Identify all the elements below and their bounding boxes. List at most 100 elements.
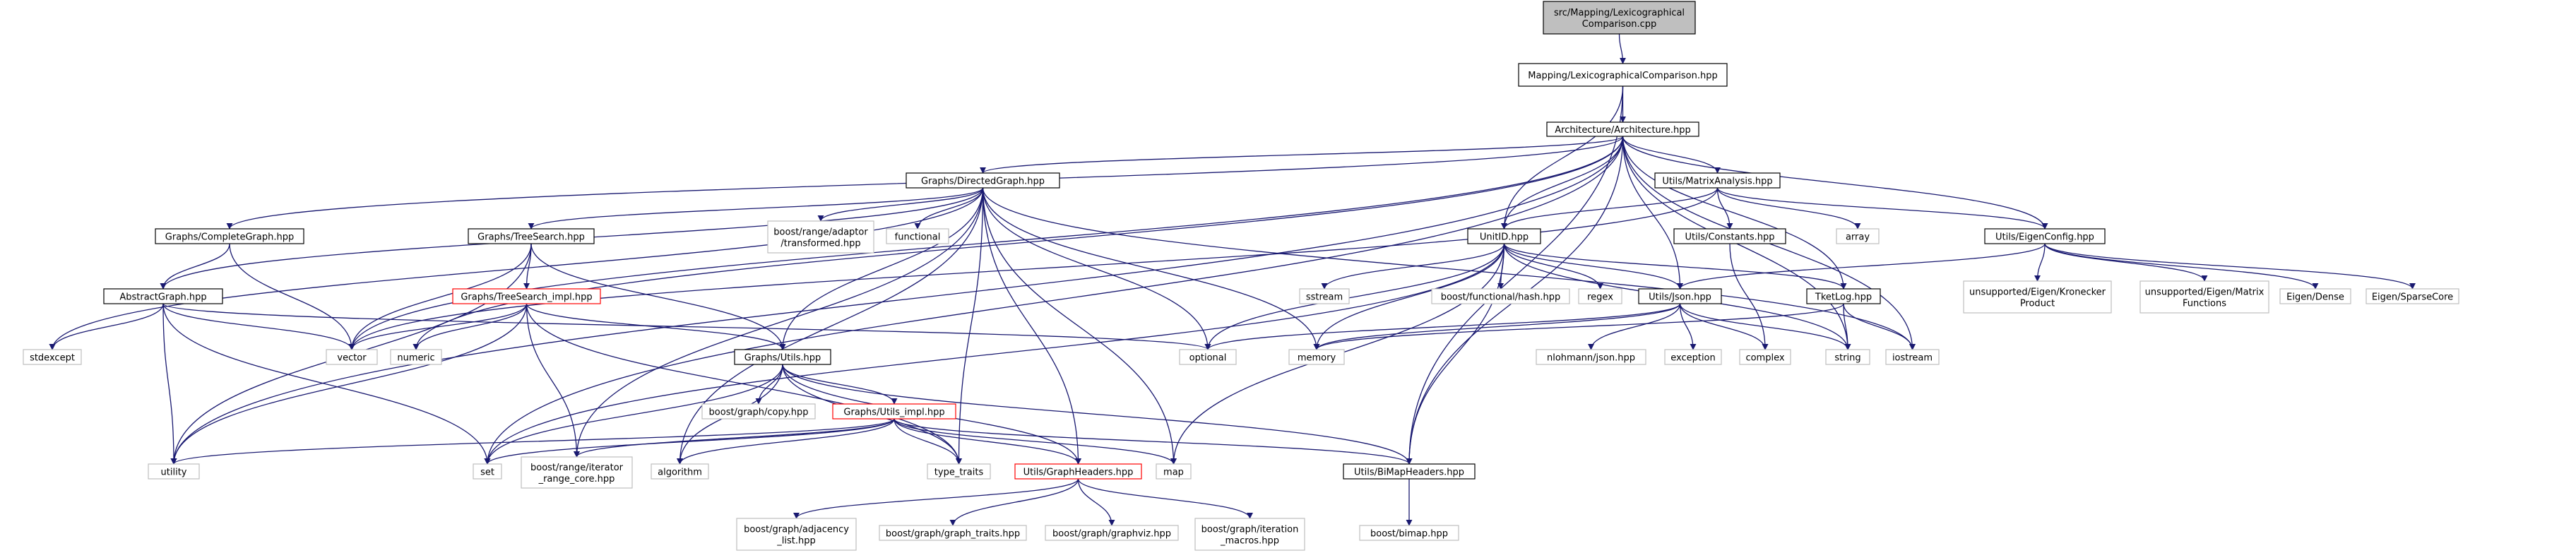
node-label: boost/graph/copy.hpp — [709, 408, 809, 418]
edge-graphsutils-to-set — [484, 364, 783, 465]
edge-complete-to-abstract — [160, 243, 230, 290]
node-label: Utils/Json.hpp — [1649, 292, 1711, 303]
node-label: iostream — [1892, 353, 1933, 364]
node-box — [390, 349, 442, 365]
edge-complete-to-vector — [229, 243, 355, 350]
node-graphs-directedgraph-hpp[interactable]: Graphs/DirectedGraph.hpp — [906, 172, 1060, 189]
node-label: complex — [1745, 353, 1784, 364]
node-box — [1739, 349, 1791, 365]
edge-treesearch-to-vector — [348, 243, 532, 350]
node-eigen-sparsecore: Eigen/SparseCore — [2366, 288, 2459, 304]
node-box — [23, 349, 82, 365]
edge-eigenconfig-to-json — [1677, 243, 2046, 290]
node-box — [906, 172, 1060, 189]
node-abstractgraph-hpp[interactable]: AbstractGraph.hpp — [103, 288, 223, 304]
edge-utilsimpl-to-typetraits — [894, 418, 963, 465]
node-unitid-hpp[interactable]: UnitID.hpp — [1467, 228, 1541, 244]
node-graphs-treesearch-impl-hpp[interactable]: Graphs/TreeSearch_impl.hpp — [452, 288, 601, 304]
node-optional: optional — [1179, 349, 1237, 365]
edge-directed-to-graphheaders — [982, 187, 1082, 465]
node-label: AbstractGraph.hpp — [119, 292, 206, 303]
node-box — [1518, 63, 1728, 87]
node-utils-constants-hpp[interactable]: Utils/Constants.hpp — [1673, 228, 1786, 244]
node-graphs-utils-impl-hpp[interactable]: Graphs/Utils_impl.hpp — [832, 403, 956, 420]
node-algorithm: algorithm — [651, 463, 709, 480]
edge-unitid-to-json — [1503, 243, 1683, 290]
node-exception: exception — [1664, 349, 1722, 365]
node-label: memory — [1298, 353, 1336, 364]
edge-unitid-to-sstream — [1321, 243, 1505, 290]
edge-graphheaders-to-graphtraits — [949, 478, 1079, 526]
edge-treesearchimpl-to-rangeiter — [526, 303, 581, 458]
node-boost-graph-iteration-macros-hpp: boost/graph/iteration_macros.hpp — [1194, 518, 1305, 551]
node-graphs-completegraph-hpp[interactable]: Graphs/CompleteGraph.hpp — [155, 228, 304, 244]
edge-directed-to-functional — [914, 187, 984, 230]
node-box — [879, 525, 1027, 541]
node-map: map — [1156, 463, 1192, 480]
node-label: _list.hpp — [776, 536, 815, 547]
edge-matrix-to-eigenconfig — [1716, 187, 2048, 230]
edge-graphsutils-to-graphcopy — [755, 364, 783, 405]
edge-utilsimpl-to-algorithm — [677, 418, 895, 465]
node-box — [1156, 463, 1192, 480]
edge-treesearchimpl-to-numeric — [412, 303, 528, 350]
node-nlohmann-json-hpp: nlohmann/json.hpp — [1536, 349, 1646, 365]
node-box — [1467, 228, 1541, 244]
node-label: regex — [1587, 292, 1613, 303]
node-mapping-lexicographicalcomparison-hpp[interactable]: Mapping/LexicographicalComparison.hpp — [1518, 63, 1728, 87]
node-complex: complex — [1739, 349, 1791, 365]
node-set: set — [473, 463, 502, 480]
node-utils-graphheaders-hpp[interactable]: Utils/GraphHeaders.hpp — [1014, 463, 1142, 480]
edge-json-to-optional — [1204, 303, 1681, 350]
edge-matrix-to-unitid — [1501, 187, 1719, 230]
node-tketlog-hpp[interactable]: TketLog.hpp — [1806, 288, 1881, 304]
node-label: vector — [337, 353, 367, 364]
node-label: /transformed.hpp — [780, 239, 860, 249]
node-box — [1536, 349, 1646, 365]
node-box — [1885, 349, 1940, 365]
node-eigen-dense: Eigen/Dense — [2279, 288, 2351, 304]
node-graphs-utils-hpp[interactable]: Graphs/Utils.hpp — [734, 349, 831, 365]
edge-directed-to-iostream — [982, 187, 1916, 350]
edge-treesearchimpl-to-utility — [170, 303, 528, 465]
edge-json-to-nlohmann — [1587, 303, 1681, 350]
edge-utilsimpl-to-utility — [170, 418, 895, 465]
node-label: boost/graph/iteration — [1201, 525, 1299, 535]
node-label: UnitID.hpp — [1480, 232, 1529, 243]
node-label: Utils/Constants.hpp — [1685, 232, 1774, 243]
node-numeric: numeric — [390, 349, 442, 365]
node-regex: regex — [1578, 288, 1622, 304]
node-utils-matrixanalysis-hpp[interactable]: Utils/MatrixAnalysis.hpp — [1654, 172, 1781, 189]
node-label: boost/range/adaptor — [773, 227, 868, 238]
node-utils-json-hpp[interactable]: Utils/Json.hpp — [1638, 288, 1722, 304]
node-memory: memory — [1288, 349, 1345, 365]
node-box — [1963, 280, 2112, 314]
edge-directed-to-rangeiter — [573, 187, 984, 458]
node-label: Utils/EigenConfig.hpp — [1995, 232, 2094, 243]
edge-eigenconfig-to-kronecker — [2034, 243, 2046, 282]
node-box — [1654, 172, 1781, 189]
node-architecture-architecture-hpp[interactable]: Architecture/Architecture.hpp — [1546, 121, 1699, 137]
node-src-mapping-lexicographical-comparison-cpp[interactable]: src/Mapping/LexicographicalComparison.cp… — [1543, 1, 1696, 35]
node-utils-eigenconfig-hpp[interactable]: Utils/EigenConfig.hpp — [1984, 228, 2106, 244]
node-utils-bimapheaders-hpp[interactable]: Utils/BiMapHeaders.hpp — [1343, 463, 1476, 480]
node-box — [701, 403, 816, 420]
node-box — [1431, 288, 1570, 304]
node-box — [1343, 463, 1476, 480]
node-label: Architecture/Architecture.hpp — [1555, 125, 1690, 136]
edge-abstract-to-stdexcept — [49, 303, 164, 350]
node-label: boost/graph/graph_traits.hpp — [886, 529, 1020, 540]
node-graphs-treesearch-hpp[interactable]: Graphs/TreeSearch.hpp — [468, 228, 595, 244]
node-box — [1546, 121, 1699, 137]
edge-matrix-to-constants — [1716, 187, 1733, 230]
edge-arch-to-numeric — [412, 136, 1624, 350]
node-string: string — [1825, 349, 1870, 365]
node-label: Utils/BiMapHeaders.hpp — [1354, 468, 1464, 478]
node-box — [1288, 349, 1345, 365]
edge-unitid-to-optional — [1204, 243, 1505, 350]
node-boost-functional-hash-hpp: boost/functional/hash.hpp — [1431, 288, 1570, 304]
edge-abstract-to-utility — [162, 303, 177, 465]
node-sstream: sstream — [1299, 288, 1350, 304]
